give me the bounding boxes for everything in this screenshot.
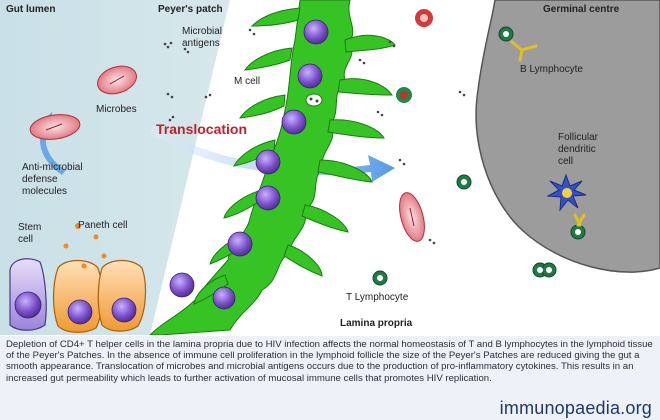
- figure-caption: Depletion of CD4+ T helper cells in the …: [6, 339, 653, 384]
- microbes: [29, 65, 425, 242]
- label-germinal-centre: Germinal centre: [543, 4, 620, 15]
- caption-panel: [0, 336, 660, 420]
- label-microbial: Microbial: [182, 26, 223, 37]
- label-t-lymphocyte: T Lymphocyte: [346, 292, 409, 303]
- follicular-dendritic-cell: [546, 173, 587, 212]
- epithelial-nuclei: [169, 19, 329, 310]
- label-stem: Stem: [18, 222, 42, 233]
- macrophage: [396, 87, 412, 103]
- logo-part-immuno: immuno: [499, 398, 565, 418]
- b-cell-receptor: [510, 40, 586, 227]
- immunopaedia-logo: immunopaedia.org: [500, 398, 652, 419]
- logo-part-org: .org: [620, 398, 652, 418]
- label-m-cell: M cell: [234, 76, 261, 87]
- microbe-inner-lines: [45, 75, 415, 227]
- label-translocation: Translocation: [156, 121, 248, 137]
- paneth-nucleus-1: [67, 299, 93, 325]
- peyers-patch-diagram: [0, 0, 660, 335]
- microbial-antigens: [163, 28, 466, 245]
- label-antigens: antigens: [182, 38, 220, 49]
- label-peyers-patch: Peyer's patch: [158, 4, 223, 15]
- label-microbes: Microbes: [96, 104, 137, 115]
- germinal-centre-region: [475, 0, 660, 273]
- label-follicular: Follicular: [558, 132, 599, 143]
- label-fdc-cell: cell: [558, 156, 574, 167]
- t-lymphocyte-cores: [377, 31, 581, 281]
- label-lamina-propria: Lamina propria: [340, 318, 413, 329]
- paneth-nucleus-2: [111, 297, 137, 323]
- label-b-lymphocyte: B Lymphocyte: [520, 64, 583, 75]
- m-cell-pocket: [305, 93, 323, 107]
- label-gut-lumen: Gut lumen: [6, 4, 56, 15]
- paneth-granules: [63, 223, 107, 269]
- label-anti-microbial: Anti-microbial: [22, 162, 83, 173]
- label-defense: defense: [22, 174, 58, 185]
- label-dendritic: dendritic: [558, 144, 596, 155]
- logo-part-paedia: paedia: [564, 398, 621, 418]
- label-paneth-cell: Paneth cell: [78, 220, 128, 231]
- stem-cell-nucleus: [14, 291, 42, 319]
- label-molecules: molecules: [22, 186, 68, 197]
- dendritic-cell-top: [415, 9, 433, 27]
- label-stem-cell: cell: [18, 234, 34, 245]
